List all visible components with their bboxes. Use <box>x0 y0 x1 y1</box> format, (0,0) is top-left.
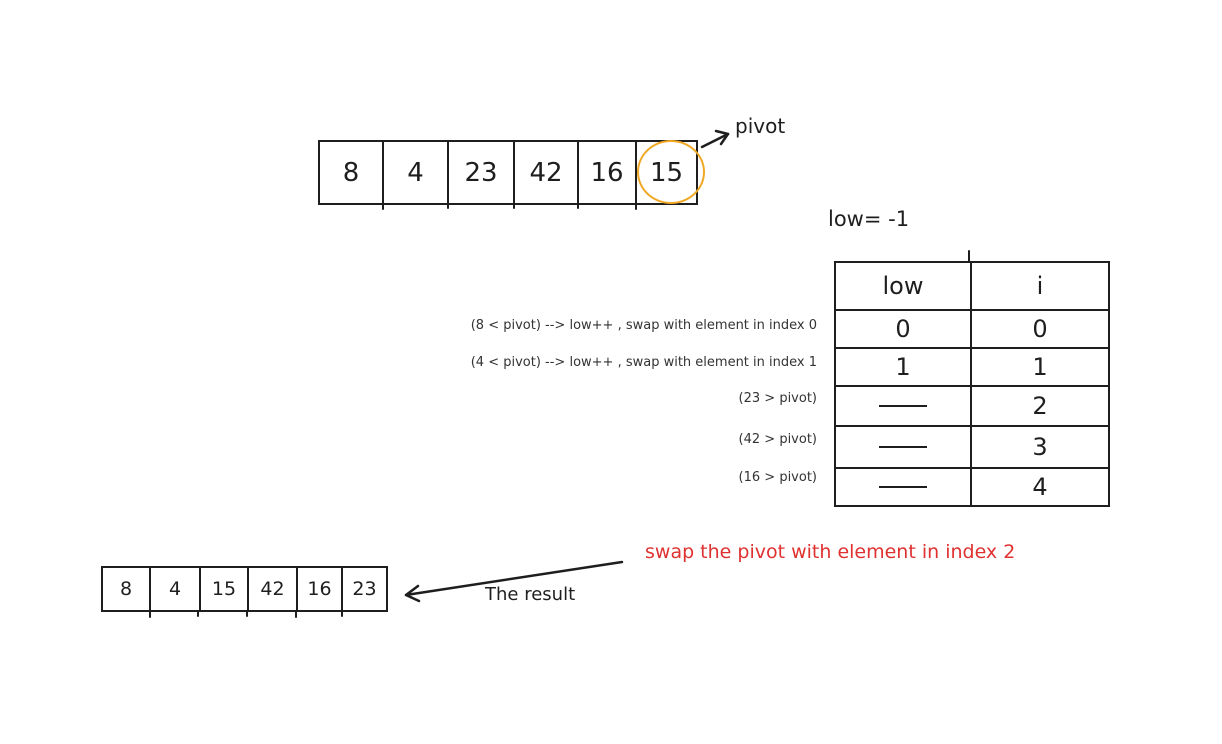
array-cell: 42 <box>249 568 298 610</box>
table-row: 2 <box>836 387 1108 427</box>
table-cell-i: 3 <box>1032 433 1048 461</box>
array-cell: 8 <box>103 568 151 610</box>
dash-mark <box>879 446 927 448</box>
table-header-low: low <box>836 263 972 309</box>
swap-note: swap the pivot with element in index 2 <box>645 541 1016 563</box>
array-cell: 16 <box>298 568 343 610</box>
table-header-row: low i <box>836 263 1108 311</box>
table-cell-low: 1 <box>836 349 972 385</box>
row-note: (23 > pivot) <box>738 391 817 406</box>
table-cell-i: 2 <box>1032 392 1048 420</box>
table-row: 3 <box>836 427 1108 469</box>
low-initial-label: low= -1 <box>828 207 910 231</box>
dash-mark <box>879 486 927 488</box>
array-cell: 23 <box>449 142 515 203</box>
table-cell-i: 1 <box>1032 353 1048 381</box>
pivot-label: pivot <box>735 114 786 138</box>
row-note: (8 < pivot) --> low++ , swap with elemen… <box>470 318 817 333</box>
table-header-i: i <box>1036 272 1044 300</box>
result-array: 8 4 15 42 16 23 <box>101 566 388 612</box>
table-row: 0 0 <box>836 311 1108 349</box>
trace-table: low i 0 0 1 1 2 3 4 <box>834 261 1110 507</box>
table-cell-i: 0 <box>1032 315 1048 343</box>
array-cell: 4 <box>384 142 449 203</box>
pivot-highlight-circle <box>637 140 705 204</box>
result-arrow-head <box>404 584 421 603</box>
row-note: (16 > pivot) <box>738 470 817 485</box>
table-cell-low-empty <box>836 387 972 425</box>
pivot-arrow <box>700 132 730 149</box>
array-cell: 4 <box>151 568 201 610</box>
table-cell-low: 0 <box>836 311 972 347</box>
result-label: The result <box>485 584 576 605</box>
array-cell: 23 <box>352 578 377 600</box>
table-cell-low-empty <box>836 427 972 467</box>
row-note: (4 < pivot) --> low++ , swap with elemen… <box>470 355 817 370</box>
result-arrow <box>404 560 624 597</box>
table-row: 1 1 <box>836 349 1108 387</box>
pivot-arrow-head <box>714 129 730 146</box>
row-note: (42 > pivot) <box>738 432 817 447</box>
table-row: 4 <box>836 469 1108 505</box>
table-cell-low-empty <box>836 469 972 505</box>
array-cell: 16 <box>579 142 637 203</box>
array-cell: 8 <box>320 142 384 203</box>
array-cell: 15 <box>201 568 249 610</box>
dash-mark <box>879 405 927 407</box>
array-cell: 42 <box>515 142 579 203</box>
table-cell-i: 4 <box>1032 473 1048 501</box>
